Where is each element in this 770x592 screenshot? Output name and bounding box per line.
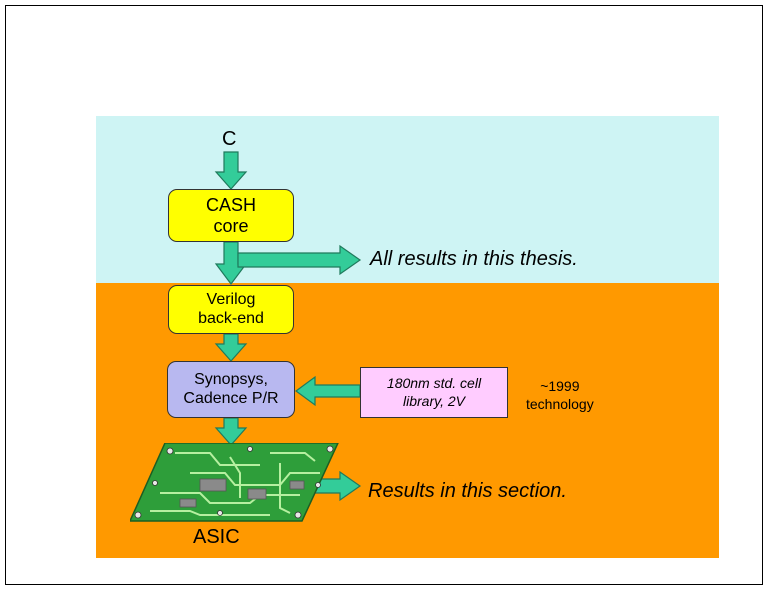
arrow-library-to-synopsys bbox=[294, 375, 361, 407]
arrow-synopsys-to-asic bbox=[214, 417, 248, 446]
synopsys-line1: Synopsys, bbox=[194, 371, 268, 389]
section-results-label: Results in this section. bbox=[368, 480, 567, 502]
arrow-c-to-cash bbox=[214, 151, 248, 190]
thesis-results-label: All results in this thesis. bbox=[370, 248, 578, 270]
technology-line2: technology bbox=[526, 395, 594, 412]
cell-library-box: 180nm std. cell library, 2V bbox=[360, 367, 508, 418]
verilog-line2: back-end bbox=[198, 309, 264, 327]
asic-label: ASIC bbox=[193, 526, 240, 548]
cash-core-box: CASH core bbox=[168, 189, 294, 242]
arrow-to-thesis-results bbox=[237, 244, 362, 276]
arrow-verilog-to-synopsys bbox=[214, 333, 248, 362]
verilog-line1: Verilog bbox=[206, 291, 256, 309]
synopsys-cadence-box: Synopsys, Cadence P/R bbox=[167, 361, 295, 418]
cash-core-line2: core bbox=[213, 215, 249, 236]
verilog-backend-box: Verilog back-end bbox=[168, 285, 294, 334]
input-c-label: C bbox=[222, 128, 237, 150]
cash-core-line1: CASH bbox=[205, 194, 256, 215]
synopsys-line2: Cadence P/R bbox=[183, 389, 279, 407]
asic-circuit-board-image bbox=[130, 443, 339, 522]
library-line1: 180nm std. cell bbox=[386, 375, 482, 391]
library-line2: library, 2V bbox=[403, 392, 465, 409]
technology-note: ~1999 technology bbox=[526, 378, 594, 413]
arrow-cash-to-verilog bbox=[214, 241, 248, 285]
technology-line1: ~1999 bbox=[540, 378, 580, 394]
